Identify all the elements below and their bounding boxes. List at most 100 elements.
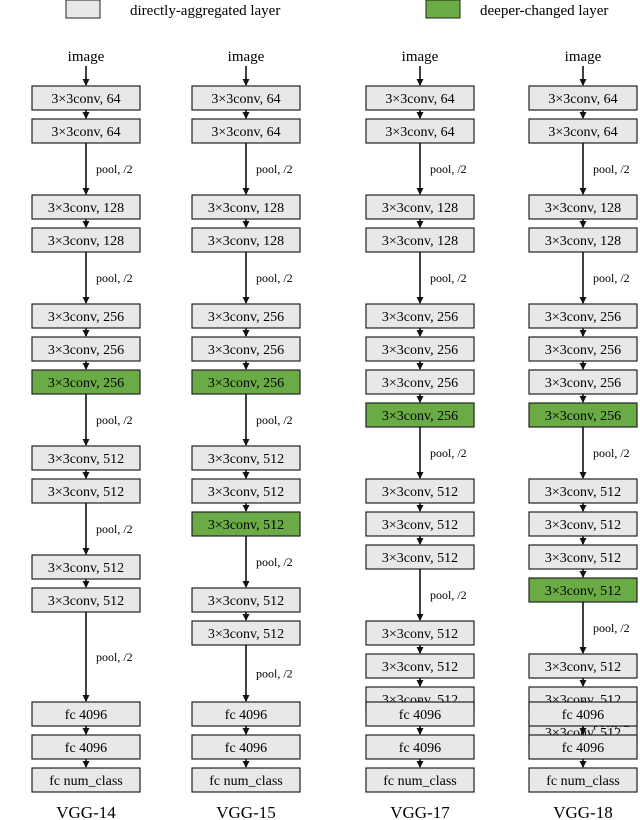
pool-label: pool, /2 <box>593 446 630 460</box>
layer-label: 3×3conv, 512 <box>48 561 124 576</box>
fc-layer-box <box>191 767 301 793</box>
input-label: image <box>68 49 105 65</box>
legend-swatch-directly-aggregated <box>65 0 101 19</box>
layer-label: 3×3conv, 64 <box>385 92 454 107</box>
conv-layer-box <box>365 227 475 253</box>
layer-label: fc num_class <box>546 774 619 789</box>
layer-label: 3×3conv, 64 <box>548 125 617 140</box>
pool-label: pool, /2 <box>593 271 630 285</box>
conv-layer-box <box>528 303 638 329</box>
layer-label: 3×3conv, 256 <box>48 343 124 358</box>
layer-label: 3×3conv, 256 <box>382 310 458 325</box>
layer-label: 3×3conv, 128 <box>208 201 284 216</box>
layer-label: 3×3conv, 256 <box>545 409 621 424</box>
conv-layer-box <box>31 303 141 329</box>
layer-label: 3×3conv, 64 <box>548 92 617 107</box>
conv-layer-box <box>191 227 301 253</box>
fc-layer-box <box>31 701 141 727</box>
layer-label: 3×3conv, 512 <box>545 485 621 500</box>
pool-label: pool, /2 <box>593 621 630 635</box>
fc-layer-box <box>191 734 301 760</box>
conv-layer-box <box>365 303 475 329</box>
layer-label: 3×3conv, 512 <box>208 485 284 500</box>
conv-layer-box <box>191 303 301 329</box>
layer-label: 3×3conv, 512 <box>382 627 458 642</box>
layer-label: fc 4096 <box>225 741 267 756</box>
pool-label: pool, /2 <box>430 271 467 285</box>
fc-layer-box <box>365 767 475 793</box>
layer-label: 3×3conv, 512 <box>382 518 458 533</box>
fc-layer-box <box>365 734 475 760</box>
layer-label: 3×3conv, 256 <box>545 310 621 325</box>
conv-layer-box <box>31 478 141 504</box>
conv-layer-box <box>528 369 638 395</box>
layer-label: 3×3conv, 128 <box>545 234 621 249</box>
layer-label: 3×3conv, 128 <box>382 234 458 249</box>
pool-label: pool, /2 <box>256 162 293 176</box>
fc-layer-box <box>31 767 141 793</box>
layer-label: 3×3conv, 512 <box>48 594 124 609</box>
pool-label: pool, /2 <box>256 271 293 285</box>
layer-label: 3×3conv, 512 <box>208 627 284 642</box>
pool-label: pool, /2 <box>430 446 467 460</box>
conv-layer-box <box>31 118 141 144</box>
conv-layer-box <box>528 478 638 504</box>
network-title: VGG-17 <box>390 803 450 820</box>
fc-layer-box <box>191 701 301 727</box>
pool-label: pool, /2 <box>593 162 630 176</box>
layer-label: fc 4096 <box>225 708 267 723</box>
conv-layer-box <box>528 118 638 144</box>
layer-label: 3×3conv, 256 <box>208 376 284 391</box>
layer-label: fc 4096 <box>65 708 107 723</box>
layer-label: fc 4096 <box>399 708 441 723</box>
deeper-changed-layer-box <box>528 577 638 603</box>
layer-label: fc num_class <box>383 774 456 789</box>
fc-layer-box <box>365 701 475 727</box>
deeper-changed-layer-box <box>191 511 301 537</box>
layer-label: 3×3conv, 256 <box>382 409 458 424</box>
network-title: VGG-15 <box>216 803 276 820</box>
layer-label: fc num_class <box>209 774 282 789</box>
conv-layer-box <box>365 511 475 537</box>
conv-layer-box <box>31 554 141 580</box>
layer-label: 3×3conv, 256 <box>48 376 124 391</box>
layer-label: 3×3conv, 256 <box>382 343 458 358</box>
conv-layer-box <box>191 445 301 471</box>
pool-label: pool, /2 <box>256 555 293 569</box>
layer-label: 3×3conv, 512 <box>208 594 284 609</box>
input-label: image <box>402 49 439 65</box>
layer-label: 3×3conv, 128 <box>208 234 284 249</box>
deeper-changed-layer-box <box>528 402 638 428</box>
conv-layer-box <box>365 653 475 679</box>
layer-label: fc 4096 <box>399 741 441 756</box>
conv-layer-box <box>31 336 141 362</box>
legend: directly-aggregated layer deeper-changed… <box>65 0 608 19</box>
layer-label: 3×3conv, 128 <box>48 234 124 249</box>
layer-label: 3×3conv, 512 <box>208 518 284 533</box>
legend-swatch-deeper-changed <box>425 0 461 19</box>
layer-label: 3×3conv, 512 <box>545 584 621 599</box>
conv-layer-box <box>365 620 475 646</box>
input-label: image <box>565 49 602 65</box>
conv-layer-box <box>191 336 301 362</box>
pool-label: pool, /2 <box>256 667 293 681</box>
pool-label: pool, /2 <box>96 413 133 427</box>
layer-label: 3×3conv, 512 <box>48 452 124 467</box>
conv-layer-box <box>191 85 301 111</box>
conv-layer-box <box>31 587 141 613</box>
layer-label: 3×3conv, 256 <box>208 310 284 325</box>
layer-label: 3×3conv, 128 <box>382 201 458 216</box>
layer-label: fc 4096 <box>562 708 604 723</box>
conv-layer-box <box>365 194 475 220</box>
layer-label: 3×3conv, 512 <box>382 551 458 566</box>
layer-label: 3×3conv, 256 <box>545 343 621 358</box>
legend-label-directly-aggregated: directly-aggregated layer <box>130 3 280 19</box>
layer-label: 3×3conv, 128 <box>48 201 124 216</box>
legend-label-deeper-changed: deeper-changed layer <box>480 3 608 19</box>
conv-layer-box <box>31 445 141 471</box>
layer-label: 3×3conv, 64 <box>51 125 120 140</box>
deeper-changed-layer-box <box>31 369 141 395</box>
layer-label: 3×3conv, 512 <box>382 485 458 500</box>
